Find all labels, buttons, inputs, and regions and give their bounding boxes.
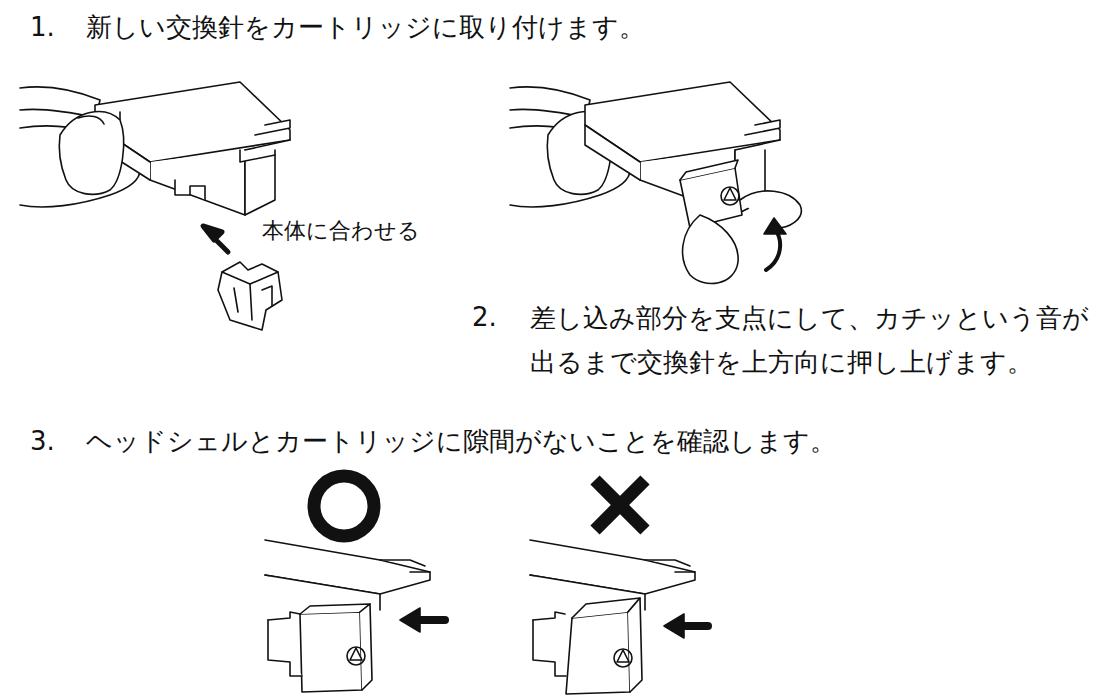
gap-arrowhead-ng <box>664 614 684 638</box>
insert-arrow <box>203 226 228 252</box>
gap-arrow-ng <box>684 622 708 630</box>
push-up-arrowhead <box>764 218 786 234</box>
step-text: ヘッドシェルとカートリッジに隙間がないことを確認します。 <box>86 426 836 457</box>
ng-symbol <box>595 480 645 530</box>
cartridge-body-step1 <box>59 82 290 215</box>
stylus-part-step1 <box>218 262 282 330</box>
step-number: 1. <box>30 12 55 43</box>
callout-text: 本体に合わせる <box>262 218 420 244</box>
gap-arrow-ok <box>420 616 445 624</box>
cartridge-ng <box>530 540 695 694</box>
cartridge-ok <box>265 540 430 692</box>
gap-arrowhead-ok <box>400 608 420 632</box>
step-number: 2. <box>472 302 497 333</box>
step-number: 3. <box>30 426 55 457</box>
ok-symbol <box>314 476 374 536</box>
finger-step2 <box>683 191 802 284</box>
step-text: 新しい交換針をカートリッジに取り付けます。 <box>86 12 645 43</box>
step-text: 差し込み部分を支点にして、カチッという音が 出るまで交換針を上方向に押し上げます… <box>530 296 1100 384</box>
stylus-attached-step2 <box>680 160 742 228</box>
